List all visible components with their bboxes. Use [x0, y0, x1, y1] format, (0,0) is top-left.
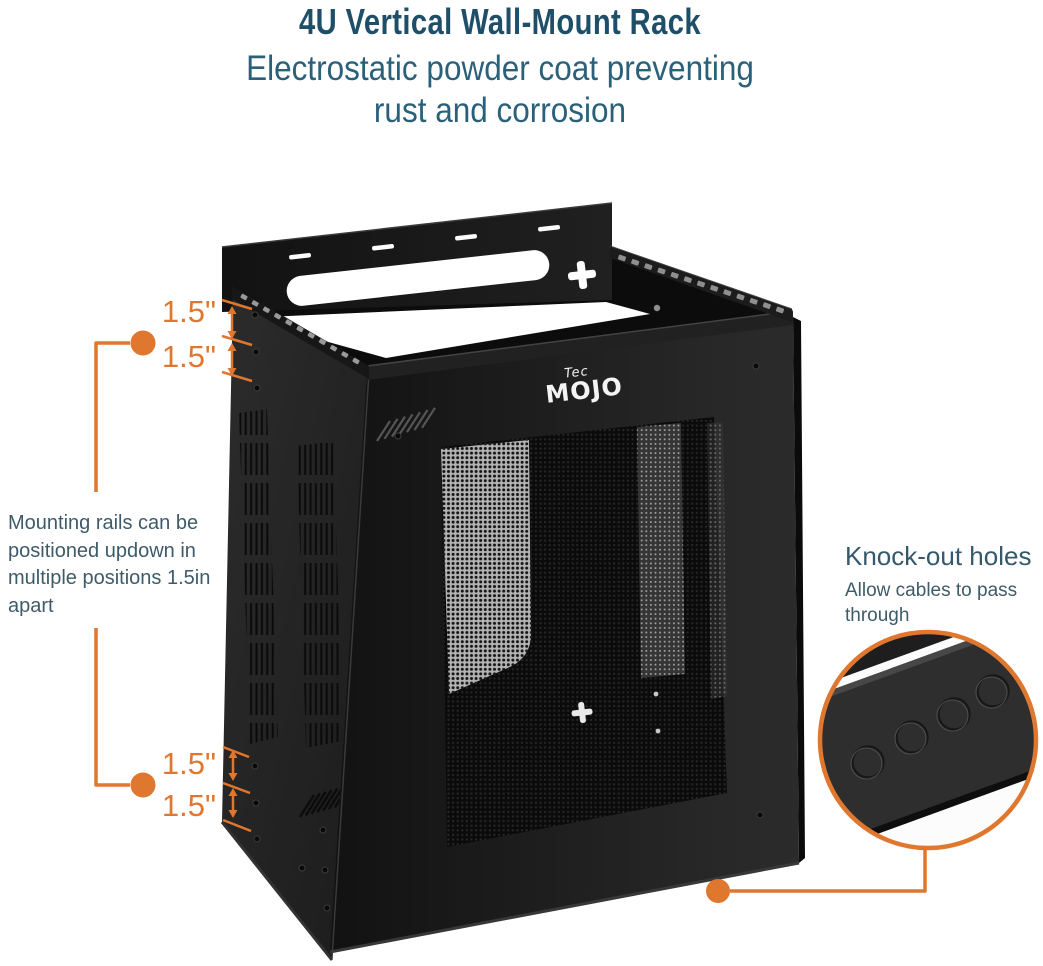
callout-dot-icon [130, 330, 156, 356]
header: 4U Vertical Wall-Mount Rack Electrostati… [0, 0, 1000, 132]
cable-access-cutout [286, 250, 550, 306]
inner-hole [653, 304, 661, 312]
rail-tick-marks [221, 298, 253, 833]
knockout-leader-line [730, 849, 927, 893]
subtitle-line-1: Electrostatic powder coat preventing [246, 49, 754, 88]
knockout-description: Allow cables to pass through [845, 580, 1018, 626]
top-opening-gap [242, 302, 650, 358]
right-edge-face [793, 317, 805, 863]
measurement-label-top-2: 1.5" [161, 339, 216, 374]
measurement-label-top-1: 1.5" [161, 294, 216, 329]
screw-holes [251, 311, 764, 912]
rack-rails [232, 245, 794, 380]
measurement-annotations [94, 298, 253, 833]
leader-line-bottom [94, 628, 130, 787]
left-rail-holes [240, 293, 360, 365]
leader-line-top [94, 341, 130, 492]
mesh-reflection-thin [707, 422, 727, 699]
diagonal-vents-top [376, 407, 436, 442]
mesh-panel [441, 417, 727, 847]
mount-slots [289, 224, 560, 260]
inset-circle-border [817, 629, 1039, 851]
wall-mount-plate [221, 202, 613, 312]
cross-mount-hole-icon [571, 701, 593, 724]
callout-dot-icon [706, 879, 730, 903]
cross-mount-hole-icon [567, 260, 597, 290]
mesh-reflection-bright [441, 440, 532, 694]
page-subtitle: Electrostatic powder coat preventing rus… [50, 48, 950, 132]
front-panel: Tec MOJO [329, 317, 805, 959]
right-rail-holes [617, 254, 785, 314]
measurement-label-bottom-2: 1.5" [161, 788, 216, 823]
callout-dot-icon [130, 772, 156, 798]
mesh-reflection-mid [637, 423, 685, 678]
knockout-heading: Knock-out holes [845, 541, 1032, 571]
subtitle-line-2: rust and corrosion [373, 91, 627, 130]
left-side-panel [220, 292, 369, 961]
mounting-rails-note: Mounting rails can be positioned updown … [8, 512, 211, 617]
measurement-label-bottom-1: 1.5" [161, 746, 216, 781]
knockout-hole-circles [850, 674, 1010, 780]
vent-column-front [297, 441, 342, 748]
measure-arrow-icon [227, 306, 238, 818]
page-title: 4U Vertical Wall-Mount Rack [298, 1, 701, 42]
vent-column-back [239, 409, 278, 744]
brand-script: Tec [563, 364, 589, 382]
